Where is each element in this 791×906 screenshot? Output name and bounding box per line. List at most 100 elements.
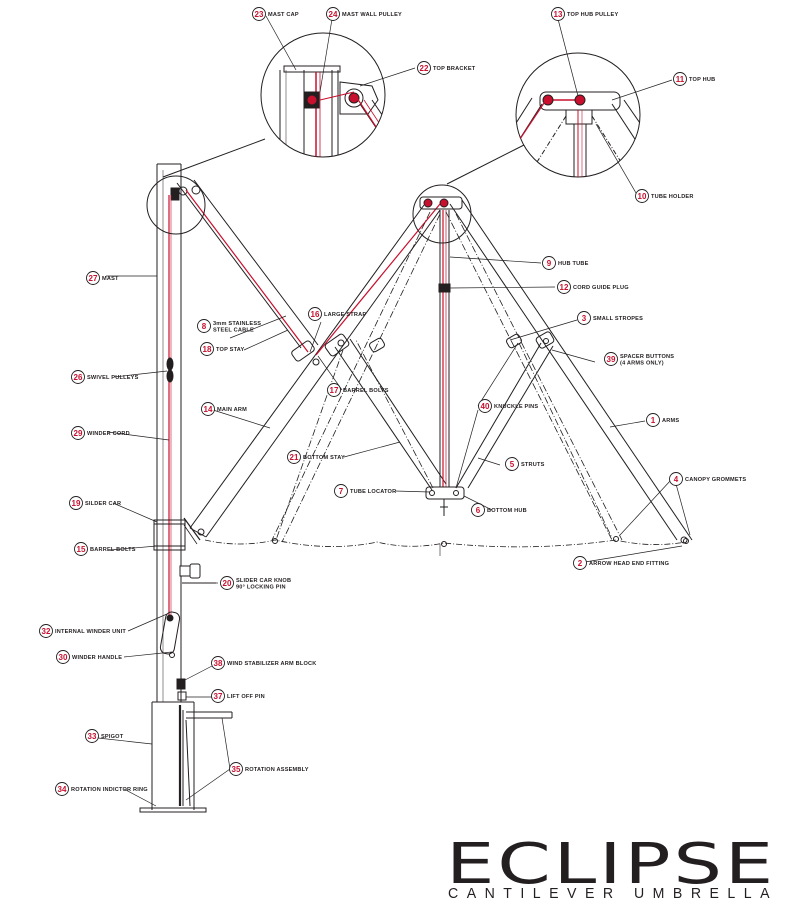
callout-badge — [39, 624, 53, 638]
callout-number: 37 — [214, 692, 223, 701]
callout-badge — [646, 413, 660, 427]
hub-tube — [439, 210, 450, 487]
callout-number: 17 — [330, 386, 339, 395]
callout-19: 19 SILDER CAR — [69, 496, 121, 510]
callout-18: 18 TOP STAY — [200, 342, 245, 356]
callout-number: 19 — [72, 499, 81, 508]
mast — [156, 163, 182, 702]
detail-circle-mast-top — [146, 175, 206, 235]
lift-off-pin — [177, 691, 187, 701]
callout-label: MAIN ARM — [217, 407, 247, 413]
callout-number: 23 — [255, 10, 264, 19]
callout-9: 9 HUB TUBE — [542, 256, 589, 270]
callout-number: 18 — [203, 345, 212, 354]
callout-badge — [56, 650, 70, 664]
cord-guide-plug — [438, 283, 451, 293]
callout-label: WINDER CORD — [87, 431, 130, 437]
callout-badge — [252, 7, 266, 21]
callout-number: 35 — [232, 765, 241, 774]
callout-number: 24 — [329, 10, 338, 19]
callout-number: 8 — [202, 322, 207, 331]
callout-number: 5 — [510, 460, 515, 469]
callout-label: HUB TUBE — [558, 261, 589, 267]
callout-number: 34 — [58, 785, 67, 794]
callout-badge — [635, 189, 649, 203]
struts — [455, 331, 555, 489]
callout-badge — [327, 383, 341, 397]
phantom-arms — [271, 211, 623, 543]
callout-number: 2 — [578, 559, 583, 568]
callout-label: SPACER BUTTONS(4 ARMS ONLY) — [620, 354, 674, 367]
callout-label: WINDER HANDLE — [72, 655, 122, 661]
callout-number: 9 — [547, 259, 552, 268]
wind-stabilizer-block — [176, 678, 186, 690]
callout-badge — [669, 472, 683, 486]
callout-label: SPIGOT — [101, 734, 124, 740]
callout-label: ROTATION INDICTOR RING — [71, 787, 148, 793]
callout-label: SMALL STROPES — [593, 316, 643, 322]
callout-badge — [334, 484, 348, 498]
slider-car-knob — [179, 563, 216, 584]
callout-label: SILDER CAR — [85, 501, 121, 507]
callout-badge — [229, 762, 243, 776]
callout-badge — [86, 271, 100, 285]
callout-number: 26 — [74, 373, 83, 382]
callout-label: BARREL BOLTS — [90, 547, 136, 553]
callout-number: 22 — [420, 64, 429, 73]
callout-label: STRUTS — [521, 462, 545, 468]
callout-badge — [220, 576, 234, 590]
callout-number: 15 — [77, 545, 86, 554]
callout-label: TOP STAY — [216, 347, 245, 353]
swivel-pulleys — [166, 357, 174, 383]
callout-label: ARROW HEAD END FITTING — [589, 561, 669, 567]
callout-badge — [505, 457, 519, 471]
callout-number: 7 — [339, 487, 344, 496]
callout-number: 14 — [204, 405, 213, 414]
callout-badge — [478, 399, 492, 413]
callout-badge — [69, 496, 83, 510]
callout-5: 5 STRUTS — [505, 457, 545, 471]
callout-badge — [573, 556, 587, 570]
callout-badge — [211, 656, 225, 670]
logo-wordmark: ECLIPSE — [446, 832, 776, 897]
callout-badge — [71, 370, 85, 384]
callout-number: 40 — [481, 402, 490, 411]
callout-number: 6 — [476, 506, 481, 515]
callout-badge — [85, 729, 99, 743]
callout-number: 16 — [311, 310, 320, 319]
callout-26: 26 SWIVEL PULLEYS — [71, 370, 139, 384]
callout-label: TUBE HOLDER — [651, 194, 694, 200]
canopy-grommets — [272, 536, 689, 556]
callout-badge — [542, 256, 556, 270]
callout-badge — [604, 352, 618, 366]
callout-label: SWIVEL PULLEYS — [87, 375, 139, 381]
callout-number: 21 — [290, 453, 299, 462]
callout-badge — [417, 61, 431, 75]
callout-6: 6 BOTTOM HUB — [471, 503, 527, 517]
callout-number: 27 — [89, 274, 98, 283]
callout-2: 2 ARROW HEAD END FITTING — [573, 556, 669, 570]
callout-badge — [211, 689, 225, 703]
callout-badge — [200, 342, 214, 356]
callout-label: CORD GUIDE PLUG — [573, 285, 629, 291]
callout-34: 34 ROTATION INDICTOR RING — [55, 782, 148, 796]
callout-number: 20 — [223, 579, 232, 588]
callout-label: BOTTOM HUB — [487, 508, 527, 514]
